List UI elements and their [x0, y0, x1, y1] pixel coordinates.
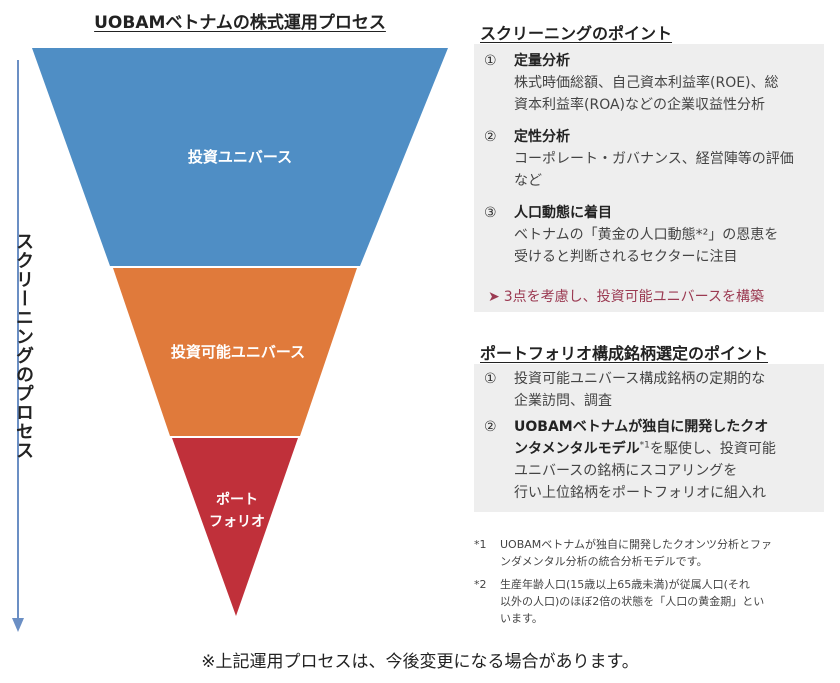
funnel-layer-investment-universe: [32, 48, 448, 266]
funnel-title: UOBAMベトナムの株式運用プロセス: [94, 13, 386, 33]
portfolio-item-visits: ① 投資可能ユニバース構成銘柄の定期的な 企業訪問、調査: [484, 368, 820, 412]
footnote-1: *1 UOBAMベトナムが独自に開発したクオンツ分析とファ ンダメンタル分析の統…: [474, 536, 824, 570]
item-desc-text: を駆使し、投資可能: [649, 441, 776, 457]
item-desc-line: ベトナムの「黄金の人口動態*²」の恩恵を: [514, 227, 779, 243]
item-desc-line: 行い上位銘柄をポートフォリオに組入れ: [514, 485, 766, 501]
portfolio-points-panel: [474, 364, 824, 512]
portfolio-points-title: ポートフォリオ構成銘柄選定のポイント: [480, 344, 769, 363]
item-desc-line: 投資可能ユニバース構成銘柄の定期的な: [514, 371, 766, 387]
footnote-line: UOBAMベトナムが独自に開発したクオンツ分析とファ: [500, 538, 772, 551]
item-heading: 人口動態に着目: [514, 205, 612, 221]
item-number: ①: [484, 371, 497, 387]
footnote-ref: *1: [639, 440, 650, 451]
screening-item-demographics: ③ 人口動態に着目 ベトナムの「黄金の人口動態*²」の恩恵を 受けると判断される…: [484, 202, 820, 268]
item-desc-line: コーポレート・ガバナンス、経営陣等の評価: [514, 151, 794, 167]
item-desc-line: UOBAMベトナムが独自に開発したクオ: [514, 419, 769, 435]
item-desc-line: など: [514, 173, 542, 189]
footnote-line: 以外の人口)のほぼ2倍の状態を「人口の黄金期」とい: [500, 595, 765, 608]
item-heading: 定量分析: [514, 53, 570, 69]
item-number: ①: [484, 53, 497, 69]
screening-points-title: スクリーニングのポイント: [480, 24, 673, 43]
funnel-label-portfolio-line2: フォリオ: [209, 514, 265, 530]
funnel-layer-investable-universe: [113, 268, 357, 436]
footnote-line: ンダメンタル分析の統合分析モデルです。: [500, 555, 708, 568]
item-desc-line: 株式時価総額、自己資本利益率(ROE)、総: [514, 75, 779, 91]
process-arrow-head: [12, 618, 24, 632]
screening-item-qualitative: ② 定性分析 コーポレート・ガバナンス、経営陣等の評価 など: [484, 126, 820, 192]
item-number: ②: [484, 419, 497, 435]
conclusion-text: 3点を考慮し、投資可能ユニバースを構築: [503, 289, 764, 305]
footnote-mark: *2: [474, 578, 487, 591]
funnel-label-investable-universe: 投資可能ユニバース: [171, 343, 305, 361]
footnote-mark: *1: [474, 538, 487, 551]
item-desc-line: 受けると判断されるセクターに注目: [514, 249, 738, 265]
portfolio-item-model: ② UOBAMベトナムが独自に開発したクオ ンタメンタルモデル*1を駆使し、投資…: [484, 416, 820, 504]
screening-process-label: スクリーニングのプロセス: [13, 232, 34, 460]
disclaimer-note: ※上記運用プロセスは、今後変更になる場合があります。: [201, 652, 639, 672]
screening-points-panel: [474, 44, 824, 312]
funnel-label-portfolio-line1: ポート: [216, 491, 258, 508]
footnote-line: います。: [500, 612, 543, 625]
item-number: ②: [484, 129, 497, 145]
item-desc-line: 企業訪問、調査: [514, 393, 612, 409]
item-number: ③: [484, 205, 497, 221]
screening-item-quantitative: ① 定量分析 株式時価総額、自己資本利益率(ROE)、総 資本利益率(ROA)な…: [484, 50, 820, 116]
item-desc-line: 資本利益率(ROA)などの企業収益性分析: [514, 97, 766, 113]
item-desc-line: ンタメンタルモデル*1を駆使し、投資可能: [514, 438, 820, 460]
screening-funnel: 投資ユニバース 投資可能ユニバース ポート フォリオ: [12, 48, 448, 632]
arrow-right-icon: ➤: [488, 289, 500, 305]
item-desc-line: ユニバースの銘柄にスコアリングを: [514, 463, 738, 479]
screening-conclusion: ➤3点を考慮し、投資可能ユニバースを構築: [488, 286, 764, 306]
funnel-label-investment-universe: 投資ユニバース: [188, 148, 292, 166]
model-name-text: ンタメンタルモデル: [514, 441, 640, 457]
footnote-line: 生産年齢人口(15歳以上65歳未満)が従属人口(それ: [500, 578, 750, 591]
item-heading: 定性分析: [514, 129, 570, 145]
funnel-layer-portfolio: [172, 438, 298, 616]
footnote-2: *2 生産年齢人口(15歳以上65歳未満)が従属人口(それ 以外の人口)のほぼ2…: [474, 576, 824, 627]
